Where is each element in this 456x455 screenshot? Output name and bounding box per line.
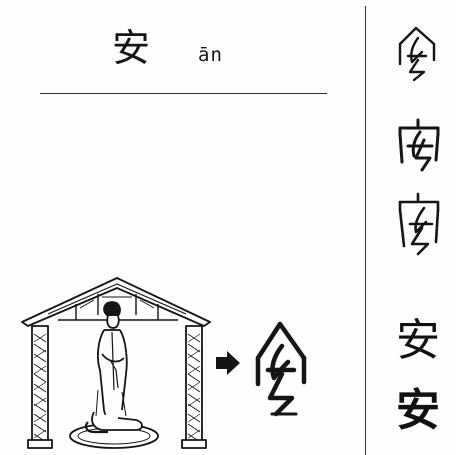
seal-form-character: 安 bbox=[396, 315, 440, 366]
bronze-form-1 bbox=[398, 118, 440, 172]
header-rule bbox=[40, 93, 327, 94]
bronze-form-2 bbox=[398, 192, 440, 256]
regular-form-character: 安 bbox=[396, 385, 440, 436]
oracle-glyph-illustrated bbox=[255, 321, 307, 417]
title-character: 安 bbox=[112, 26, 151, 70]
pinyin-label: ān bbox=[198, 44, 223, 66]
house-illustration bbox=[21, 277, 211, 449]
arrow-icon bbox=[216, 351, 240, 375]
column-divider bbox=[365, 6, 366, 455]
oracle-form-1 bbox=[398, 26, 436, 82]
